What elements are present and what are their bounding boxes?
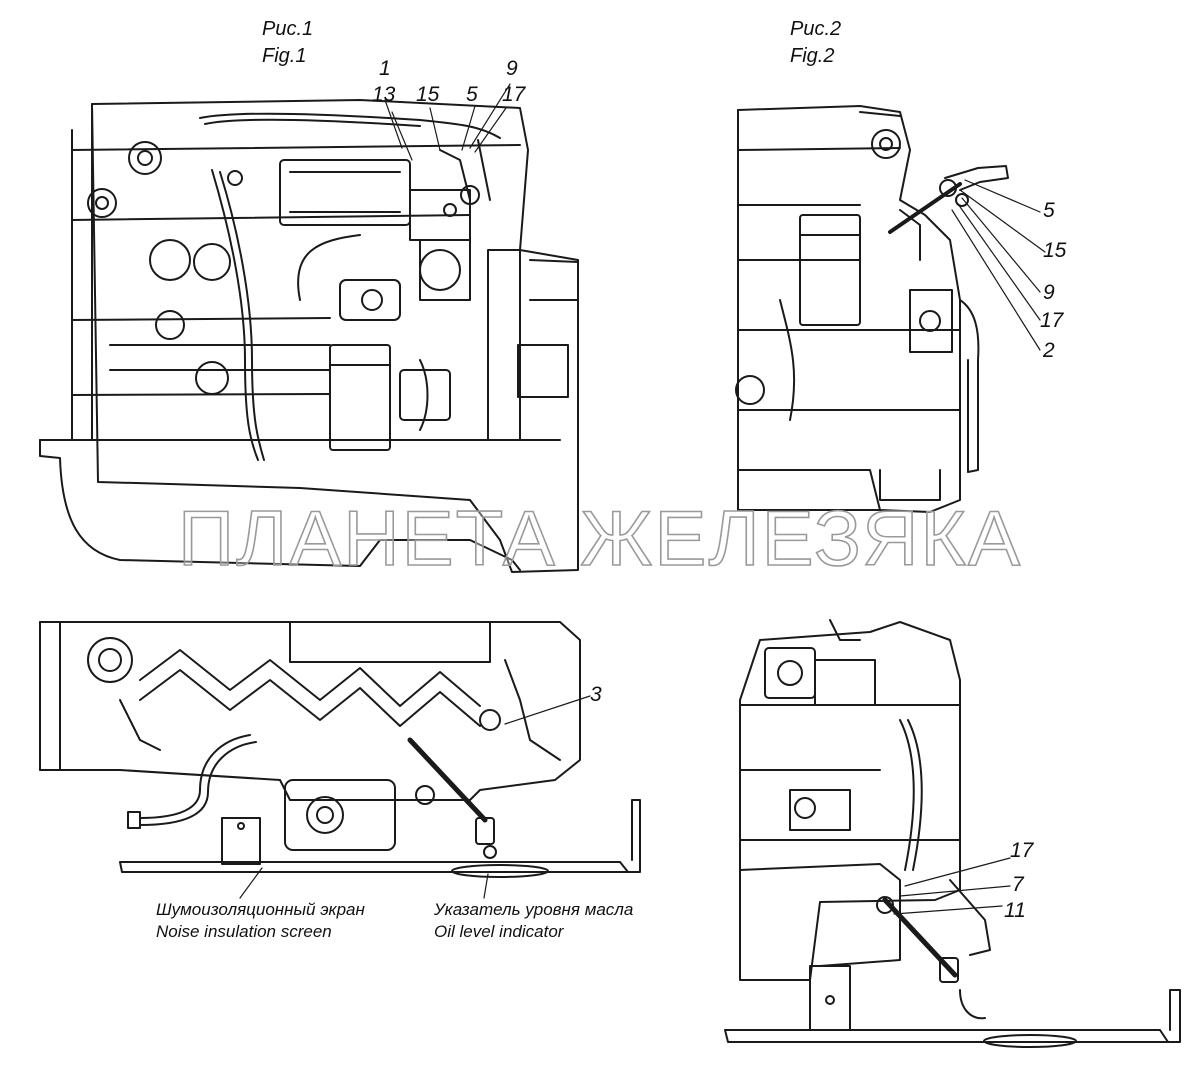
view4-engine-drawing — [724, 619, 1181, 1048]
fig2-callout-5: 5 — [1043, 199, 1055, 222]
view3-engine-drawing — [39, 621, 641, 878]
fig1-engine-drawing — [39, 99, 579, 573]
fig2-callout-15: 15 — [1043, 239, 1067, 262]
fig2-title-ru: Рис.2 — [790, 18, 842, 40]
view4-callout-11: 11 — [1004, 899, 1026, 922]
oil-indicator-caption-ru: Указатель уровня масла — [434, 900, 634, 919]
fig2-engine-drawing — [735, 105, 1009, 513]
fig1-callout-17: 17 — [502, 83, 526, 106]
fig1-callout-13: 13 — [372, 83, 396, 106]
fig1-leader-lines — [384, 83, 511, 161]
fig1-callout-5: 5 — [466, 83, 478, 106]
view4-callout-17: 17 — [1010, 839, 1034, 862]
fig2-leader-lines — [951, 179, 1046, 351]
view4-leader-lines — [893, 857, 1011, 915]
noise-screen-caption-en: Noise insulation screen — [156, 922, 332, 941]
fig1-callout-9: 9 — [506, 57, 518, 80]
noise-screen-caption-ru: Шумоизоляционный экран — [156, 900, 365, 919]
watermark-text: ПЛАНЕТА ЖЕЛЕЗЯКА — [177, 494, 1022, 582]
fig2-callout-2: 2 — [1043, 339, 1055, 362]
view3-callout-3: 3 — [590, 683, 602, 706]
oil-indicator-caption-en: Oil level indicator — [434, 922, 564, 941]
fig1-title-en: Fig.1 — [262, 45, 307, 67]
fig1-callout-15: 15 — [416, 83, 440, 106]
fig2-title-en: Fig.2 — [790, 45, 835, 67]
fig1-title-ru: Рис.1 — [262, 18, 314, 40]
fig1-callout-1: 1 — [379, 57, 391, 80]
view3-leader-lines — [239, 695, 591, 899]
fig2-callout-17: 17 — [1040, 309, 1064, 332]
view4-callout-7: 7 — [1012, 873, 1024, 896]
fig2-callout-9: 9 — [1043, 281, 1055, 304]
